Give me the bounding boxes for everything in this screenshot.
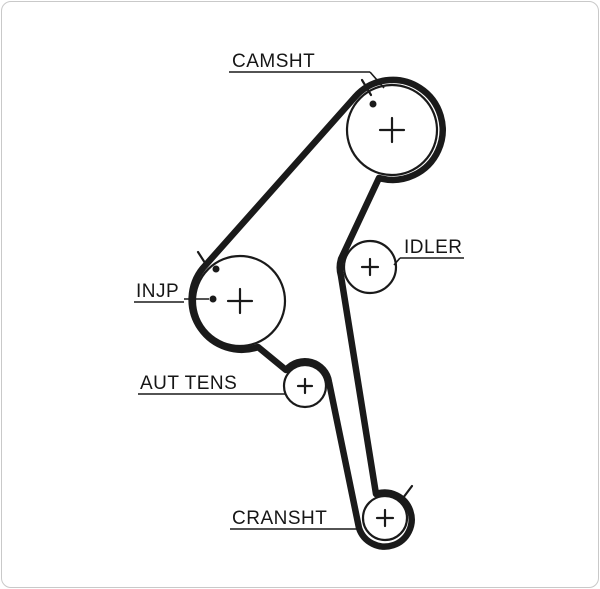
camshaft-label: CAMSHT <box>232 51 315 72</box>
injection-pump-leader-dot <box>209 295 217 303</box>
crankshaft-timing-tick <box>401 484 414 500</box>
camshaft-timing-tick <box>360 78 373 97</box>
idler-label: IDLER <box>404 237 462 258</box>
injection-pump-label: INJP <box>136 281 179 302</box>
timing-belt-path <box>188 76 446 550</box>
tensioner-label: AUT TENS <box>140 373 237 394</box>
camshaft-timing-dot <box>369 100 377 108</box>
injection-pump-timing-dot <box>212 265 220 273</box>
injection-pump-timing-tick <box>196 250 209 268</box>
idler-label-leader <box>393 257 401 266</box>
camshaft-label-leader <box>369 71 385 89</box>
crankshaft-label: CRANSHT <box>232 508 327 529</box>
